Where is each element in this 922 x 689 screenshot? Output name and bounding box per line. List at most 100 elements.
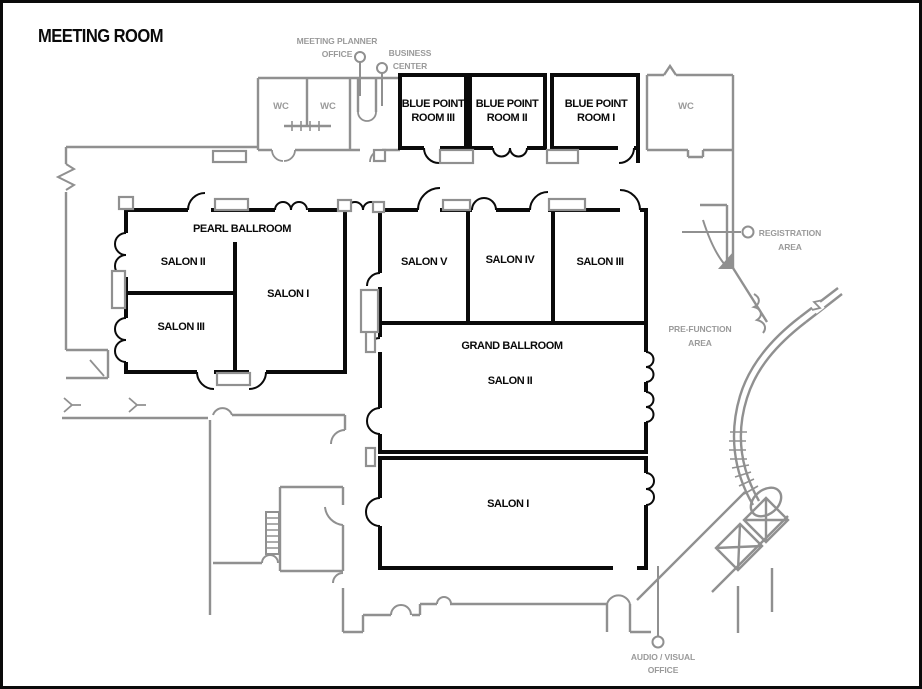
label-pearl-salon-i: SALON I (267, 288, 309, 300)
pocket (547, 197, 587, 212)
registration-arrow (718, 252, 733, 269)
label-pearl-salon-ii: SALON II (161, 256, 206, 268)
page-title: MEETING ROOM (38, 26, 163, 46)
arc-break (809, 298, 825, 314)
column (336, 198, 353, 213)
prefunction-squiggle (751, 293, 766, 334)
column (371, 200, 386, 214)
label-registration-1: REGISTRATION (759, 228, 821, 238)
door-gaps (123, 145, 649, 571)
label-business-center-1: BUSINESS (389, 48, 432, 58)
bl-upper-wall (232, 413, 347, 430)
label-blue-point-ii-2: ROOM II (487, 112, 528, 124)
label-blue-point-i-1: BLUE POINT (565, 98, 628, 110)
prefunction-arc-inner (739, 321, 807, 502)
black-walls (124, 73, 648, 570)
escalator-box-2 (742, 496, 790, 544)
room-salons-v-iv-iii (378, 208, 648, 325)
pocket (438, 148, 475, 165)
pearl-bottom-doors (196, 371, 267, 390)
label-blue-point-iii-2: ROOM III (411, 112, 455, 124)
label-salon-v: SALON V (401, 256, 448, 268)
room-blue-point-iii (398, 73, 468, 150)
label-wc-2: WC (320, 101, 336, 112)
pocket (441, 198, 472, 212)
label-audio-visual-2: OFFICE (648, 665, 679, 675)
wc-counter-ticks (291, 121, 320, 131)
label-business-center-2: CENTER (393, 61, 427, 71)
pearl-dividers (126, 242, 237, 372)
bl-small-room (66, 348, 110, 380)
gray-rects (110, 148, 587, 468)
pocket (364, 328, 377, 354)
callout-circle-registration (741, 225, 755, 239)
service-elevator (359, 288, 380, 334)
wc-right-walls (645, 73, 735, 268)
label-pre-function-1: PRE-FUNCTION (668, 324, 731, 334)
label-grand-salon-i: SALON I (487, 498, 529, 510)
diagonal-corridor-walls (636, 491, 789, 601)
wc-block-walls (256, 76, 400, 150)
stair-ladder-rungs (266, 517, 279, 549)
label-audio-visual-1: AUDIO / VISUAL (631, 652, 695, 662)
pearl-top-doors (187, 192, 380, 211)
small-room-arc (606, 594, 631, 605)
office-door-arcs (357, 111, 377, 122)
label-grand-ballroom: GRAND BALLROOM (461, 340, 563, 352)
grand-right-doors (645, 351, 655, 506)
pocket (215, 371, 252, 387)
curved-stair-rungs (729, 431, 759, 495)
registration-diagonal (731, 267, 769, 323)
stair-room-walls (278, 485, 345, 573)
south-corridor-walls (341, 588, 607, 634)
small-room-walls (605, 604, 651, 634)
salon-dividers (466, 210, 555, 323)
label-grand-salon-ii: SALON II (488, 375, 533, 387)
bl-lower-arc (261, 554, 279, 564)
room-blue-point-i (550, 73, 640, 150)
pocket (213, 197, 250, 212)
wc-right-notch (663, 63, 677, 76)
bl-door-leaf (89, 359, 105, 377)
pocket (211, 149, 248, 164)
stair-room-door (324, 506, 344, 526)
callout-circle-meeting-planner (354, 51, 366, 63)
label-meeting-planner-2: OFFICE (322, 49, 353, 59)
label-wc-3: WC (678, 101, 694, 112)
column (372, 148, 387, 163)
pearl-left-doors (114, 232, 127, 363)
pocket (364, 446, 377, 468)
label-meeting-planner-1: MEETING PLANNER (297, 36, 378, 46)
label-salon-iv: SALON IV (486, 254, 536, 266)
south-corridor-arcs (332, 572, 452, 616)
label-salon-iii: SALON III (576, 256, 623, 268)
bl-y-door-2 (128, 397, 146, 413)
stair-ladder (265, 511, 280, 555)
salon-i-corner (638, 548, 648, 570)
registration-desk (702, 219, 727, 267)
labels: WC WC WC BLUE POINT ROOM III BLUE POINT … (157, 36, 821, 675)
wall-break-symbol (55, 163, 77, 191)
room-grand-salon-i (378, 456, 648, 570)
callout-leaders (354, 51, 755, 649)
label-wc-1: WC (273, 101, 289, 112)
label-pre-function-2: AREA (688, 338, 712, 348)
pocket (110, 269, 127, 310)
callout-circle-business-center (376, 62, 388, 74)
label-blue-point-iii-1: BLUE POINT (402, 98, 465, 110)
registration-walls (700, 203, 729, 268)
label-pearl-salon-iii: SALON III (157, 321, 204, 333)
room-grand-salon-ii (378, 321, 648, 454)
wc-door-arcs (271, 149, 383, 163)
stair-landing (749, 486, 783, 518)
label-blue-point-ii-1: BLUE POINT (476, 98, 539, 110)
escalator-box-1 (714, 522, 764, 572)
column (117, 195, 135, 211)
prefunction-arc-outer (732, 316, 801, 506)
office-partitions (356, 78, 378, 112)
blue-point-doors (423, 147, 635, 164)
pocket (545, 148, 580, 165)
salon-top-doors (417, 187, 641, 211)
